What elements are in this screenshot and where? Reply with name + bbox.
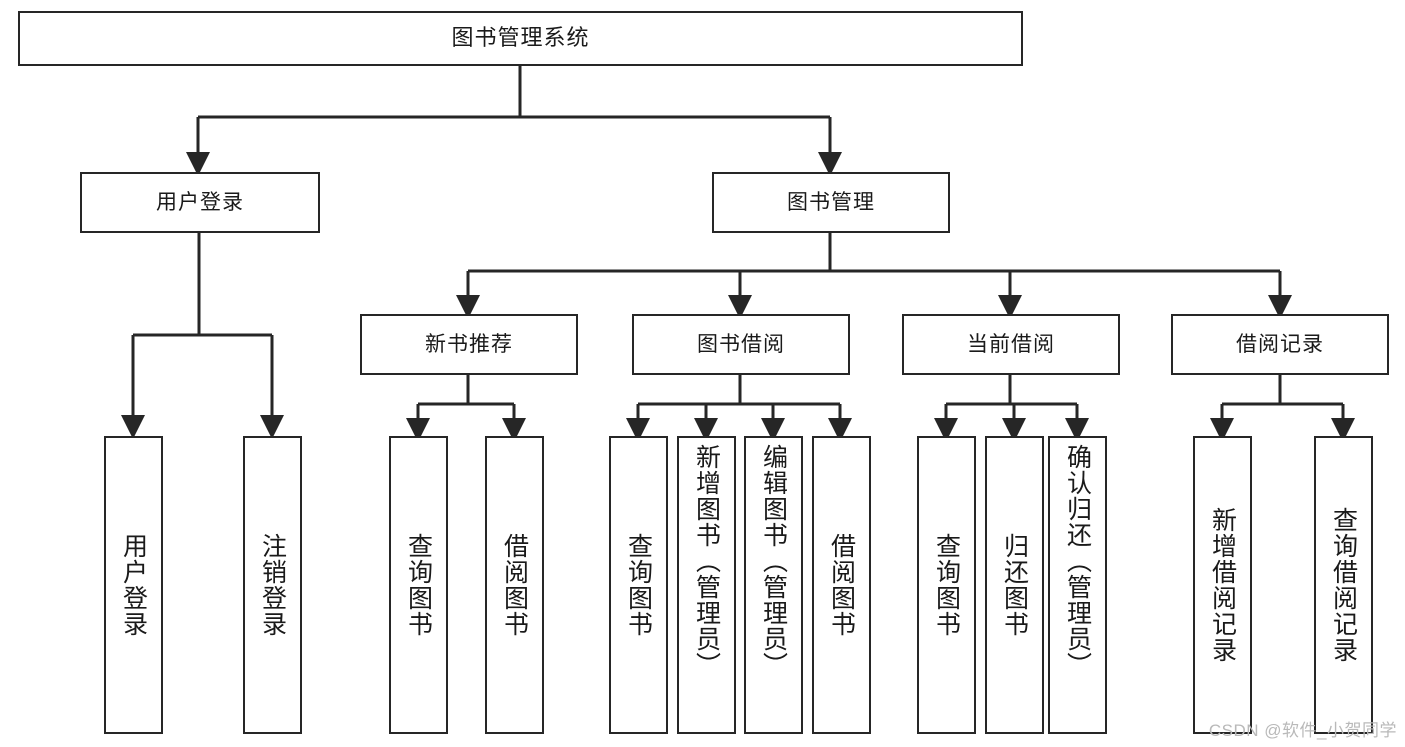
leaf-current-borrow-return-label: 归还图书 [1000,533,1029,637]
leaf-new-book-query-label: 查询图书 [404,533,433,637]
node-book-borrow-label: 图书借阅 [697,332,785,356]
leaf-book-borrow-borrow-label: 借阅图书 [827,533,856,637]
leaf-user-login-logout[interactable]: 注销登录 [243,436,302,734]
leaf-book-borrow-add-label: 新增图书（管理员） [692,444,721,678]
node-user-login[interactable]: 用户登录 [80,172,320,233]
leaf-book-borrow-edit[interactable]: 编辑图书（管理员） [744,436,803,734]
leaf-user-login-logout-label: 注销登录 [258,533,287,637]
node-root-system[interactable]: 图书管理系统 [18,11,1023,66]
leaf-borrow-record-add[interactable]: 新增借阅记录 [1193,436,1252,734]
leaf-borrow-record-add-label: 新增借阅记录 [1208,507,1237,663]
leaf-new-book-borrow[interactable]: 借阅图书 [485,436,544,734]
leaf-book-borrow-edit-label: 编辑图书（管理员） [759,444,788,678]
leaf-book-borrow-add[interactable]: 新增图书（管理员） [677,436,736,734]
leaf-current-borrow-confirm-label: 确认归还（管理员） [1063,444,1092,678]
node-user-login-label: 用户登录 [156,190,244,214]
leaf-new-book-borrow-label: 借阅图书 [500,533,529,637]
leaf-borrow-record-query-label: 查询借阅记录 [1329,507,1358,663]
leaf-book-borrow-borrow[interactable]: 借阅图书 [812,436,871,734]
node-new-book-recommend[interactable]: 新书推荐 [360,314,578,375]
node-book-borrow[interactable]: 图书借阅 [632,314,850,375]
node-borrow-record-label: 借阅记录 [1236,332,1324,356]
leaf-book-borrow-query[interactable]: 查询图书 [609,436,668,734]
leaf-current-borrow-return[interactable]: 归还图书 [985,436,1044,734]
leaf-book-borrow-query-label: 查询图书 [624,533,653,637]
watermark-text: CSDN @软件_小贺同学 [1208,721,1397,740]
node-book-management[interactable]: 图书管理 [712,172,950,233]
leaf-user-login-login[interactable]: 用户登录 [104,436,163,734]
leaf-current-borrow-query-label: 查询图书 [932,533,961,637]
leaf-new-book-query[interactable]: 查询图书 [389,436,448,734]
node-borrow-record[interactable]: 借阅记录 [1171,314,1389,375]
leaf-current-borrow-query[interactable]: 查询图书 [917,436,976,734]
node-current-borrow[interactable]: 当前借阅 [902,314,1120,375]
node-root-system-label: 图书管理系统 [451,25,590,51]
leaf-user-login-login-label: 用户登录 [119,533,148,637]
node-book-management-label: 图书管理 [787,190,875,214]
leaf-current-borrow-confirm[interactable]: 确认归还（管理员） [1048,436,1107,734]
leaf-borrow-record-query[interactable]: 查询借阅记录 [1314,436,1373,734]
node-new-book-recommend-label: 新书推荐 [425,332,513,356]
node-current-borrow-label: 当前借阅 [967,332,1055,356]
